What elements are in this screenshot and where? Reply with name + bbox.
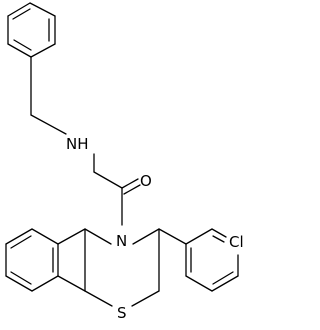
carbonyl-oxygen-label: O bbox=[140, 172, 152, 190]
visible-molecule bbox=[5, 2, 239, 307]
chlorine-label: Cl bbox=[229, 233, 244, 251]
sulfur-label: S bbox=[117, 304, 127, 322]
ring-nitrogen-label: N bbox=[116, 232, 127, 250]
amine-nh-label: NH bbox=[66, 135, 89, 153]
chemical-structure-diagram: NH O N Cl S bbox=[0, 2, 244, 330]
